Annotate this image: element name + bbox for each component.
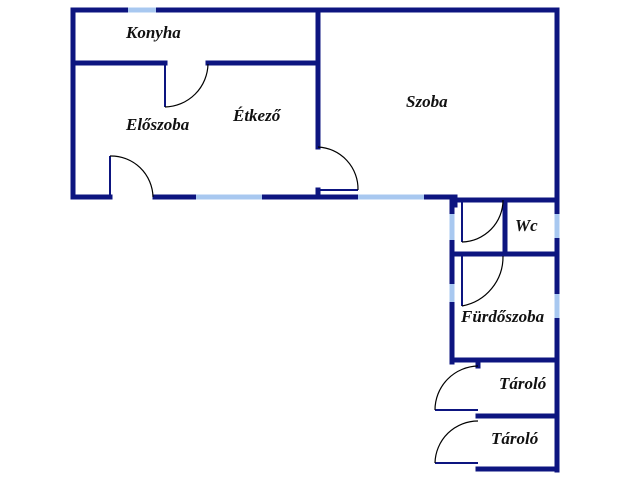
door-konyha	[164, 63, 209, 108]
walls	[70, 7, 560, 473]
door-wc	[461, 199, 504, 243]
room-label-etkezo: Étkező	[233, 106, 281, 125]
doors	[109, 63, 504, 464]
windows	[128, 7, 560, 318]
room-label-szoba: Szoba	[406, 92, 448, 111]
door-tarolo-1	[434, 365, 479, 411]
room-label-tarolo-2: Tároló	[491, 429, 539, 448]
door-szoba	[317, 146, 359, 191]
door-furdoszoba	[461, 254, 504, 307]
room-label-furdoszoba: Fürdőszoba	[461, 307, 545, 326]
room-label-eloszoba: Előszoba	[126, 115, 190, 134]
door-entrance	[109, 155, 154, 198]
room-label-konyha: Konyha	[126, 23, 181, 42]
room-label-wc: Wc	[515, 216, 538, 235]
door-tarolo-2	[434, 420, 479, 464]
room-label-tarolo-1: Tároló	[499, 374, 547, 393]
